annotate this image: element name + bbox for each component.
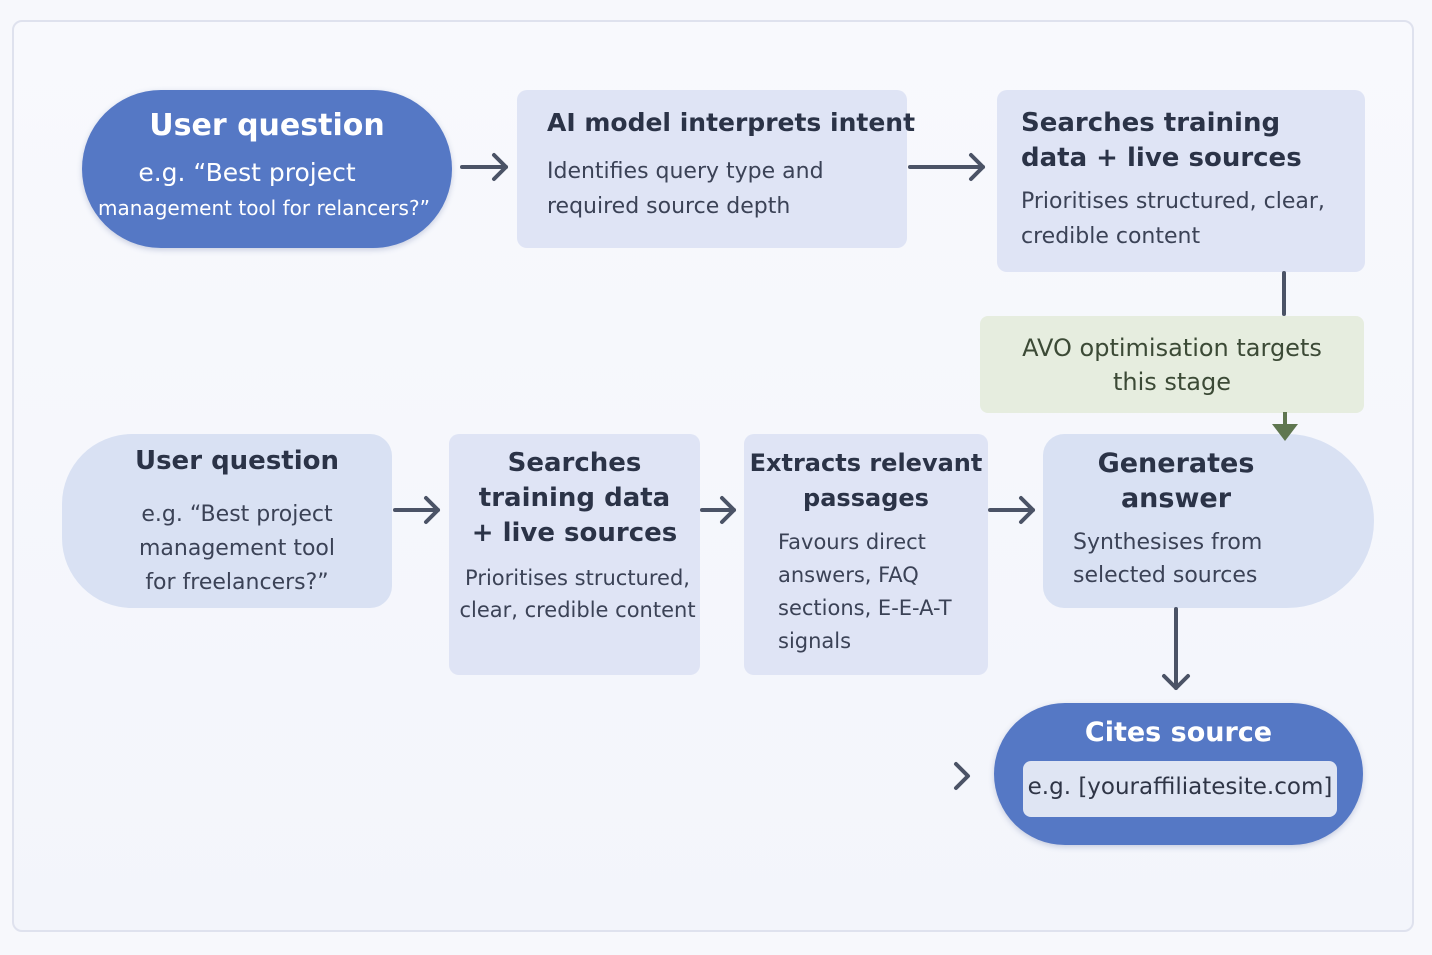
avo-note-line: this stage: [1112, 368, 1232, 396]
node-cites-source: Cites source e.g. [youraffiliatesite.com…: [994, 703, 1363, 845]
arrow-right-icon: [908, 153, 985, 181]
avo-note-line: AVO optimisation targets: [1022, 334, 1322, 362]
node-user-question-bottom: User question e.g. “Best project managem…: [62, 434, 392, 608]
node-user-question-top: User question e.g. “Best project managem…: [82, 90, 452, 248]
cite-example-box: e.g. [youraffiliatesite.com]: [1023, 761, 1337, 817]
node-extracts: Extracts relevant passages Favours direc…: [744, 434, 988, 675]
arrow-right-icon: [460, 153, 508, 181]
node-body: Synthesises from selected sources: [1073, 530, 1263, 588]
arrow-right-icon: [700, 496, 736, 524]
node-generates: Generates answer Synthesises from select…: [1043, 434, 1374, 608]
arrow-down-icon: [1272, 412, 1298, 441]
arrow-right-icon: [393, 496, 440, 524]
node-title: Cites source: [1084, 717, 1273, 748]
node-title: AI model interprets intent: [547, 108, 916, 137]
node-searches-bottom: Searches training data + live sources Pr…: [449, 434, 700, 675]
node-body: Prioritises structured, clear, credible …: [459, 566, 696, 622]
arrow-down-icon: [1162, 607, 1190, 690]
node-body: Identifies query type and required sourc…: [547, 159, 824, 219]
node-body: Prioritises structured, clear, credible …: [1021, 189, 1325, 249]
node-ai-model: AI model interprets intent Identifies qu…: [517, 90, 915, 248]
arrow-right-icon: [60, 762, 970, 790]
node-body: e.g. “Best project management tool for f…: [138, 502, 336, 595]
node-line: e.g. “Best project: [138, 158, 356, 187]
node-title: User question: [134, 446, 340, 476]
node-title: Extracts relevant passages: [749, 449, 983, 512]
node-title: Generates answer: [1097, 448, 1255, 514]
cite-example-text: e.g. [youraffiliatesite.com]: [1027, 774, 1333, 800]
node-title: Searches training data + live sources: [471, 448, 678, 548]
arrow-right-icon: [988, 496, 1035, 524]
node-searches-top: Searches training data + live sources Pr…: [997, 90, 1365, 272]
node-title: User question: [149, 108, 385, 143]
node-title: Searches training data + live sources: [1021, 108, 1302, 173]
avo-note: AVO optimisation targets this stage: [980, 316, 1364, 413]
node-body: Favours direct answers, FAQ sections, E-…: [778, 530, 952, 653]
node-line: management tool for relancers?”: [98, 196, 430, 220]
